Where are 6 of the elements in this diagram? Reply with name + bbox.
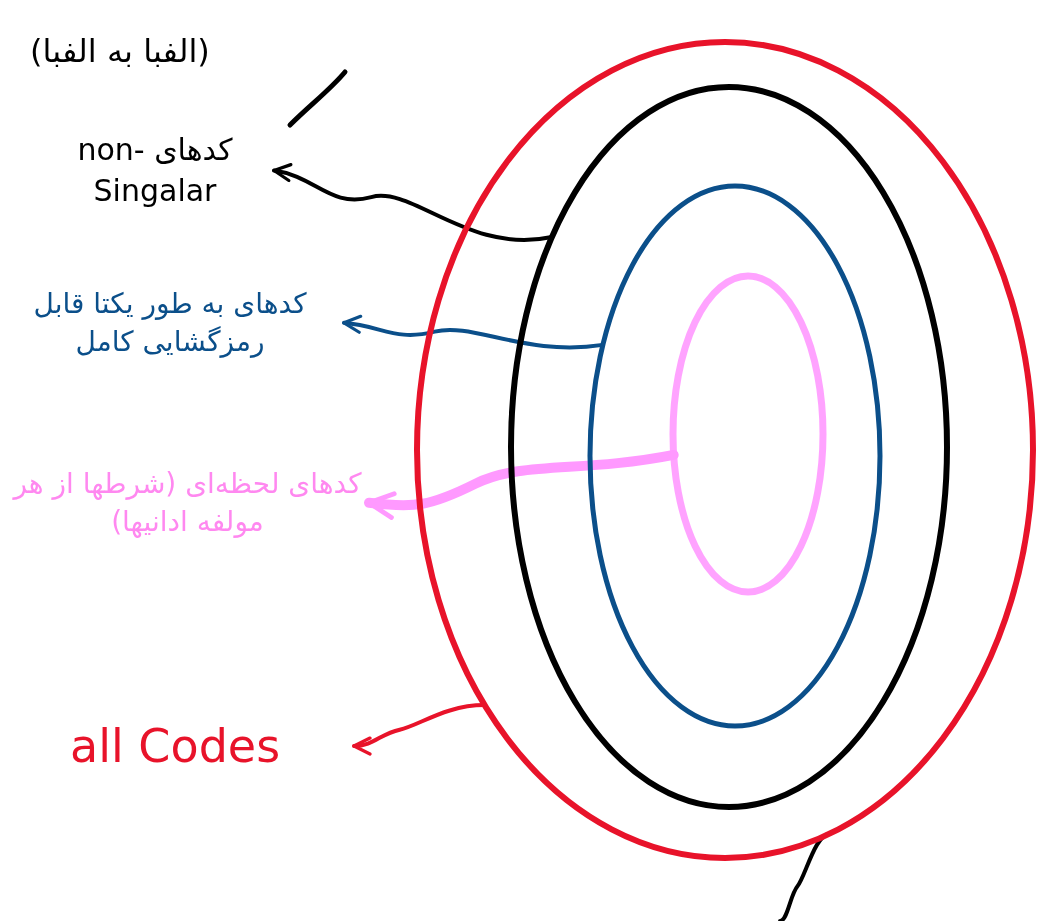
set-label: کدهای به طور یکتا قابل رمزگشایی کامل (32, 286, 308, 360)
set-label: کدهای non-Singalar (76, 131, 234, 210)
heading-note: (الفبا به الفبا) (30, 31, 210, 72)
set-label: کدهای لحظه‌ای (شرطها از هر مولفه ادانیها) (11, 466, 363, 540)
arrow (364, 449, 679, 520)
set-label: all Codes (70, 718, 282, 775)
